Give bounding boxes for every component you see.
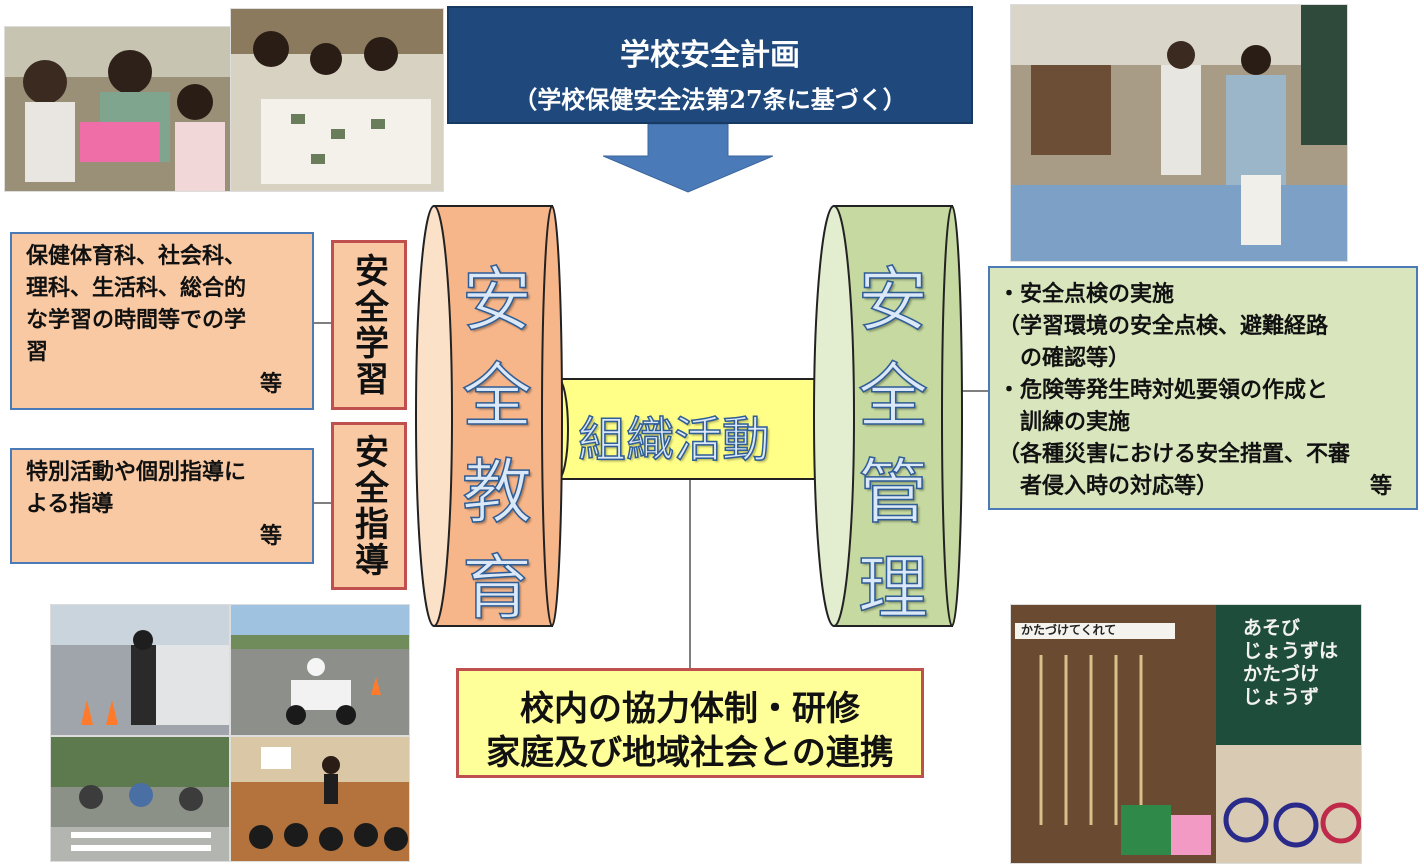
management-item-2: （学習環境の安全点検、避難経路 xyxy=(998,313,1329,339)
management-item-1: ・安全点検の実施 xyxy=(998,281,1175,307)
safety-management-box: ・安全点検の実施 （学習環境の安全点検、避難経路 の確認等） ・危険等発生時対処… xyxy=(988,266,1418,510)
education-cylinder xyxy=(415,205,563,627)
guidance-suffix: 等 xyxy=(259,523,282,549)
management-char-3: 管 xyxy=(857,450,929,534)
education-char-4: 育 xyxy=(461,546,533,630)
safety-learning-box: 保健体育科、社会科、 理科、生活科、総合的 な学習の時間等での学 習 等 xyxy=(10,232,314,410)
management-char-2: 全 xyxy=(857,354,929,438)
management-item-7: 者侵入時の対応等） xyxy=(998,473,1219,499)
management-cylinder xyxy=(813,205,963,627)
connector-learning xyxy=(312,322,338,324)
cooperation-line-1: 校内の協力体制・研修 xyxy=(520,689,860,729)
cooperation-line-2: 家庭及び地域社会との連携 xyxy=(486,733,894,773)
management-item-4: ・危険等発生時対処要領の作成と xyxy=(998,377,1329,403)
cooperation-box: 校内の協力体制・研修 家庭及び地域社会との連携 xyxy=(456,668,924,778)
learning-line-2: 理科、生活科、総合的 xyxy=(26,275,247,301)
photo-scooter-training xyxy=(230,604,410,736)
learning-line-1: 保健体育科、社会科、 xyxy=(26,243,247,269)
safety-learning-label: 安全学習 xyxy=(331,240,407,410)
photo-crosswalk-rain xyxy=(50,736,230,862)
chalkboard-line-1: あそび xyxy=(1243,617,1301,639)
education-char-2: 全 xyxy=(461,354,533,438)
education-char-3: 教 xyxy=(461,450,533,534)
management-suffix: 等 xyxy=(1369,473,1392,499)
photo-tidy-storage: かたづけてくれて あそび じょうずは かたづけ じょうず xyxy=(1010,604,1362,864)
organization-label: 組織活動 xyxy=(577,411,771,469)
learning-line-4: 習 xyxy=(26,339,49,365)
guidance-line-1: 特別活動や個別指導に xyxy=(26,459,247,485)
education-char-1: 安 xyxy=(461,258,533,342)
down-arrow-icon xyxy=(603,124,773,193)
chalkboard-line-3: かたづけ xyxy=(1243,663,1320,685)
plan-title-box: 学校安全計画 （学校保健安全法第27条に基づく） xyxy=(447,6,973,124)
photo-gym-lecture xyxy=(230,736,410,862)
plan-title: 学校安全計画 xyxy=(620,38,800,73)
management-item-3: の確認等） xyxy=(998,345,1131,371)
chalkboard-line-4: じょうず xyxy=(1243,686,1320,708)
plan-subtitle: （学校保健安全法第27条に基づく） xyxy=(513,85,907,114)
management-item-6: （各種災害における安全措置、不審 xyxy=(998,441,1351,467)
learning-line-3: な学習の時間等での学 xyxy=(26,307,247,333)
photo-classroom-drill xyxy=(1010,4,1348,262)
photo-students-soil xyxy=(4,26,232,192)
guidance-line-2: よる指導 xyxy=(26,491,114,517)
storage-sign: かたづけてくれて xyxy=(1021,623,1117,637)
chalkboard-line-2: じょうずは xyxy=(1243,640,1339,662)
connector-guidance xyxy=(312,502,338,504)
management-char-1: 安 xyxy=(857,258,929,342)
management-char-4: 理 xyxy=(857,546,929,630)
chalkboard-slogan: あそび じょうずは かたづけ じょうず xyxy=(1243,617,1351,709)
photo-students-map xyxy=(230,8,444,192)
connector-cooperation xyxy=(689,478,691,668)
management-item-5: 訓練の実施 xyxy=(998,409,1131,435)
photo-car-campaign xyxy=(50,604,230,736)
learning-suffix: 等 xyxy=(259,371,282,397)
safety-guidance-label: 安全指導 xyxy=(331,422,407,590)
safety-guidance-box: 特別活動や個別指導に よる指導 等 xyxy=(10,448,314,564)
connector-management xyxy=(960,390,990,392)
